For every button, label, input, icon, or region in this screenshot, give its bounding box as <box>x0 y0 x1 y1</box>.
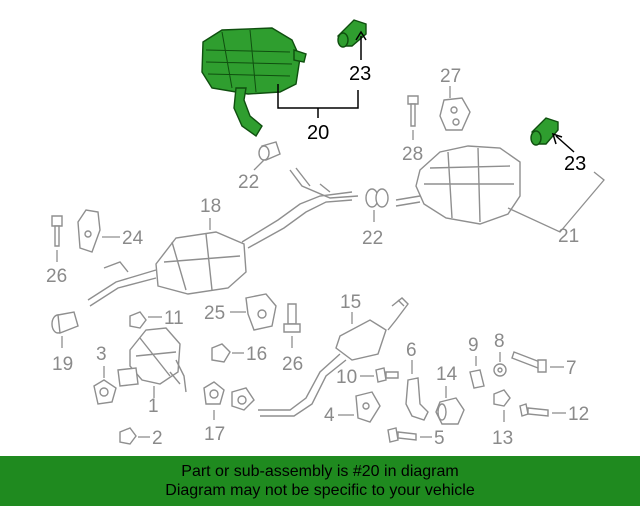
exhaust-parts-diagram: 1 2 3 4 5 6 7 8 9 10 11 12 13 14 15 16 1… <box>46 19 605 449</box>
callout-23-right: 23 <box>564 153 586 175</box>
bracket-4[interactable] <box>338 391 381 423</box>
callout-4: 4 <box>324 405 335 426</box>
callout-11: 11 <box>164 308 184 329</box>
callout-14: 14 <box>436 364 458 385</box>
flange-gasket[interactable] <box>231 387 255 411</box>
callout-2: 2 <box>152 428 163 449</box>
callout-13: 13 <box>492 428 513 449</box>
stud-10[interactable] <box>360 367 399 383</box>
nut-16[interactable] <box>211 343 244 363</box>
callout-18: 18 <box>200 196 221 217</box>
callout-24: 24 <box>122 228 144 249</box>
bracket-27[interactable] <box>439 86 471 131</box>
bolt-28[interactable] <box>407 95 419 140</box>
callout-20: 20 <box>307 122 329 144</box>
clamp-22-top[interactable] <box>253 141 281 171</box>
clamp-22-middle[interactable] <box>365 188 389 222</box>
info-banner: Part or sub-assembly is #20 in diagram D… <box>0 456 640 506</box>
callout-22-middle: 22 <box>362 228 383 249</box>
nut-13[interactable] <box>493 389 511 422</box>
tailpipe-tip-top-highlighted[interactable] <box>337 19 367 48</box>
callout-22-top: 22 <box>238 172 259 193</box>
leader-23-top <box>355 30 367 60</box>
gasket-3[interactable] <box>93 366 117 405</box>
callout-7: 7 <box>566 358 577 379</box>
callout-15: 15 <box>340 292 361 313</box>
callout-26-left: 26 <box>46 266 67 287</box>
rear-muffler-21[interactable] <box>395 145 605 233</box>
callout-21: 21 <box>558 226 579 247</box>
banner-line-1: Part or sub-assembly is #20 in diagram <box>181 463 459 480</box>
banner-line-2: Diagram may not be specific to your vehi… <box>165 482 475 499</box>
intermediate-pipe-18[interactable] <box>87 167 359 307</box>
callout-5: 5 <box>434 428 445 449</box>
callout-26-middle: 26 <box>282 354 303 375</box>
hanger-6[interactable] <box>405 360 429 421</box>
nut-2[interactable] <box>119 427 150 445</box>
callout-10: 10 <box>336 367 357 388</box>
front-pipe-15[interactable] <box>258 297 409 417</box>
bolt-26-left[interactable] <box>51 215 63 262</box>
callout-1: 1 <box>148 396 159 417</box>
callout-23-top: 23 <box>349 63 371 85</box>
converter-1[interactable] <box>117 327 187 398</box>
callout-6: 6 <box>406 340 417 361</box>
clamp-19[interactable] <box>51 311 79 348</box>
callout-9: 9 <box>468 335 479 356</box>
bolt-12[interactable] <box>519 403 566 417</box>
gasket-17[interactable] <box>203 381 225 420</box>
bushing-9[interactable] <box>469 356 485 389</box>
rear-muffler-highlighted[interactable] <box>201 27 307 138</box>
callout-12: 12 <box>568 404 589 425</box>
callout-16: 16 <box>246 344 267 365</box>
bolt-5[interactable] <box>387 427 432 443</box>
callout-28: 28 <box>402 144 423 165</box>
tailpipe-tip-right-highlighted[interactable] <box>530 117 559 146</box>
callout-17: 17 <box>204 424 225 445</box>
bolt-26-middle[interactable] <box>283 303 301 348</box>
callout-25: 25 <box>204 303 225 324</box>
leader-23-right <box>551 132 575 153</box>
leader-20 <box>277 84 359 118</box>
bracket-24[interactable] <box>77 209 120 253</box>
callout-19: 19 <box>52 354 73 375</box>
nut-11[interactable] <box>129 311 162 329</box>
bolt-7[interactable] <box>511 351 564 373</box>
callout-27: 27 <box>440 66 461 87</box>
callout-8: 8 <box>494 331 505 352</box>
washer-8[interactable] <box>493 352 507 377</box>
bracket-25[interactable] <box>230 293 277 331</box>
insulator-14[interactable] <box>435 386 465 425</box>
callout-3: 3 <box>96 344 107 365</box>
